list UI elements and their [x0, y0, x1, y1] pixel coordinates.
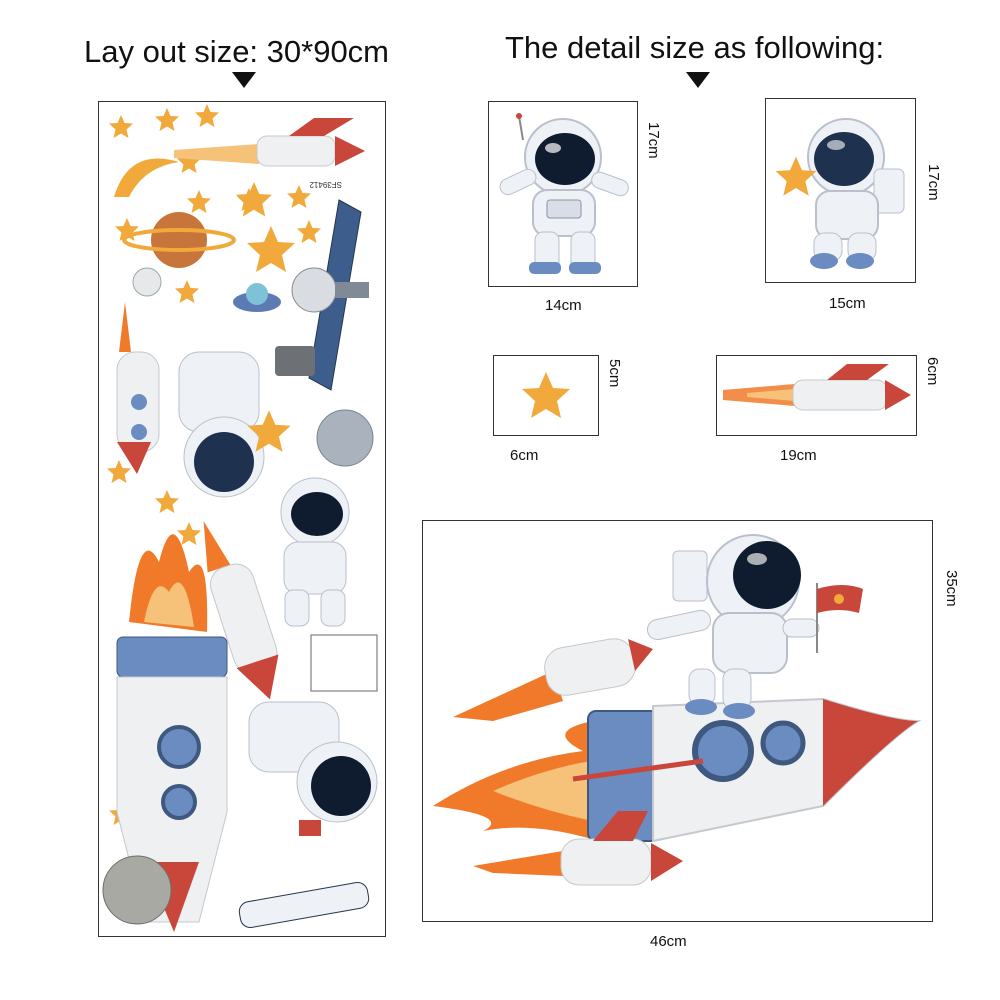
astronaut-waving-art	[499, 113, 629, 274]
small-rocket-icon	[174, 118, 365, 167]
small-rocket-width: 19cm	[780, 447, 817, 464]
saturn-icon	[122, 212, 236, 297]
satellite-icon	[291, 199, 369, 391]
astronaut-waving-height: 17cm	[645, 122, 662, 159]
detail-size-heading: The detail size as following:	[505, 30, 885, 65]
astronaut-waving-width: 14cm	[545, 297, 582, 314]
star-art	[522, 372, 570, 418]
detail-panel-astronaut-waving	[488, 101, 638, 287]
flag-icon	[816, 583, 863, 653]
layout-size-heading: Lay out size: 30*90cm	[84, 34, 390, 69]
detail-panel-astronaut-star	[765, 98, 916, 283]
astronaut-floating-icon	[248, 701, 378, 823]
detail-panel-star	[493, 355, 599, 436]
astronaut-rocket-art	[433, 534, 922, 886]
small-rocket-art	[723, 364, 911, 411]
sheet-preview-thumbnail	[310, 634, 378, 692]
vertical-rocket-icon	[116, 302, 160, 474]
rover-icon	[275, 346, 315, 376]
astronaut-rocket-height: 35cm	[943, 570, 960, 607]
layout-sheet-art: SF39412	[102, 104, 378, 932]
astronaut-rocket-width: 46cm	[650, 933, 687, 950]
astronaut-figure-icon	[646, 534, 820, 719]
big-star-icon	[247, 226, 295, 272]
tilted-rocket-icon	[203, 521, 279, 700]
star-height: 5cm	[606, 359, 623, 388]
telescope-icon	[238, 820, 370, 929]
layout-sheet-panel: SF39412	[98, 101, 386, 937]
shooting-star-icon	[114, 158, 179, 197]
detail-arrow-icon	[686, 72, 710, 88]
astronaut-star-height: 17cm	[925, 164, 942, 201]
layout-arrow-icon	[232, 72, 256, 88]
detail-panel-small-rocket	[716, 355, 917, 436]
astronaut-star-art	[775, 118, 905, 269]
detail-panel-astronaut-rocket	[422, 520, 933, 922]
ufo-icon	[233, 283, 281, 312]
moon-icon	[316, 409, 374, 467]
star-icon	[522, 372, 570, 418]
asteroid-icon	[102, 855, 172, 925]
sheet-code-label: SF39412	[309, 180, 342, 189]
astronaut-star-icon	[178, 351, 291, 498]
star-width: 6cm	[510, 447, 539, 464]
astronaut-waving-icon	[280, 477, 350, 627]
small-rocket-height: 6cm	[924, 357, 941, 386]
astronaut-star-width: 15cm	[829, 295, 866, 312]
